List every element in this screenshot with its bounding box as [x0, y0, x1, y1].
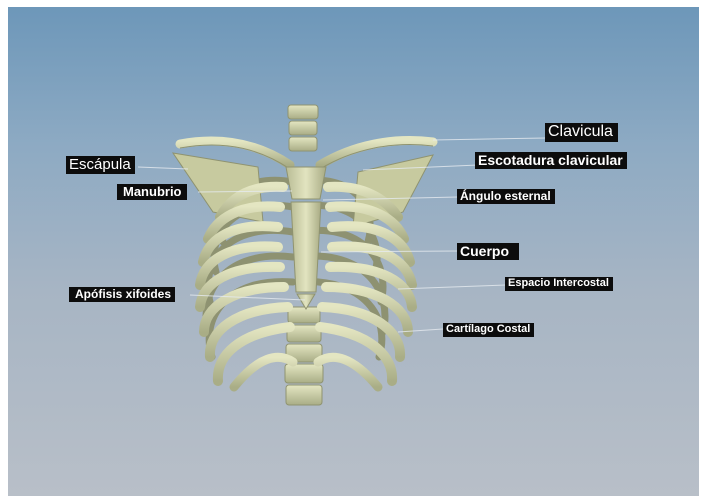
label-escotadura-clavicular: Escotadura clavicular: [475, 152, 627, 169]
label-cuerpo: Cuerpo: [457, 243, 519, 260]
label-escapula: Escápula: [66, 156, 135, 174]
label-espacio-intercostal: Espacio Intercostal: [505, 277, 613, 291]
sternum: [286, 167, 326, 309]
rib-cage-model[interactable]: [8, 7, 699, 496]
label-cartilago-costal: Cartílago Costal: [443, 323, 534, 337]
label-apofisis-xifoides: Apófisis xifoides: [69, 287, 175, 302]
viewport[interactable]: Clavicula Escápula Escotadura clavicular…: [8, 7, 699, 496]
label-manubrio: Manubrio: [117, 184, 187, 200]
label-clavicula: Clavicula: [545, 123, 618, 142]
label-angulo-esternal: Ángulo esternal: [457, 189, 555, 204]
